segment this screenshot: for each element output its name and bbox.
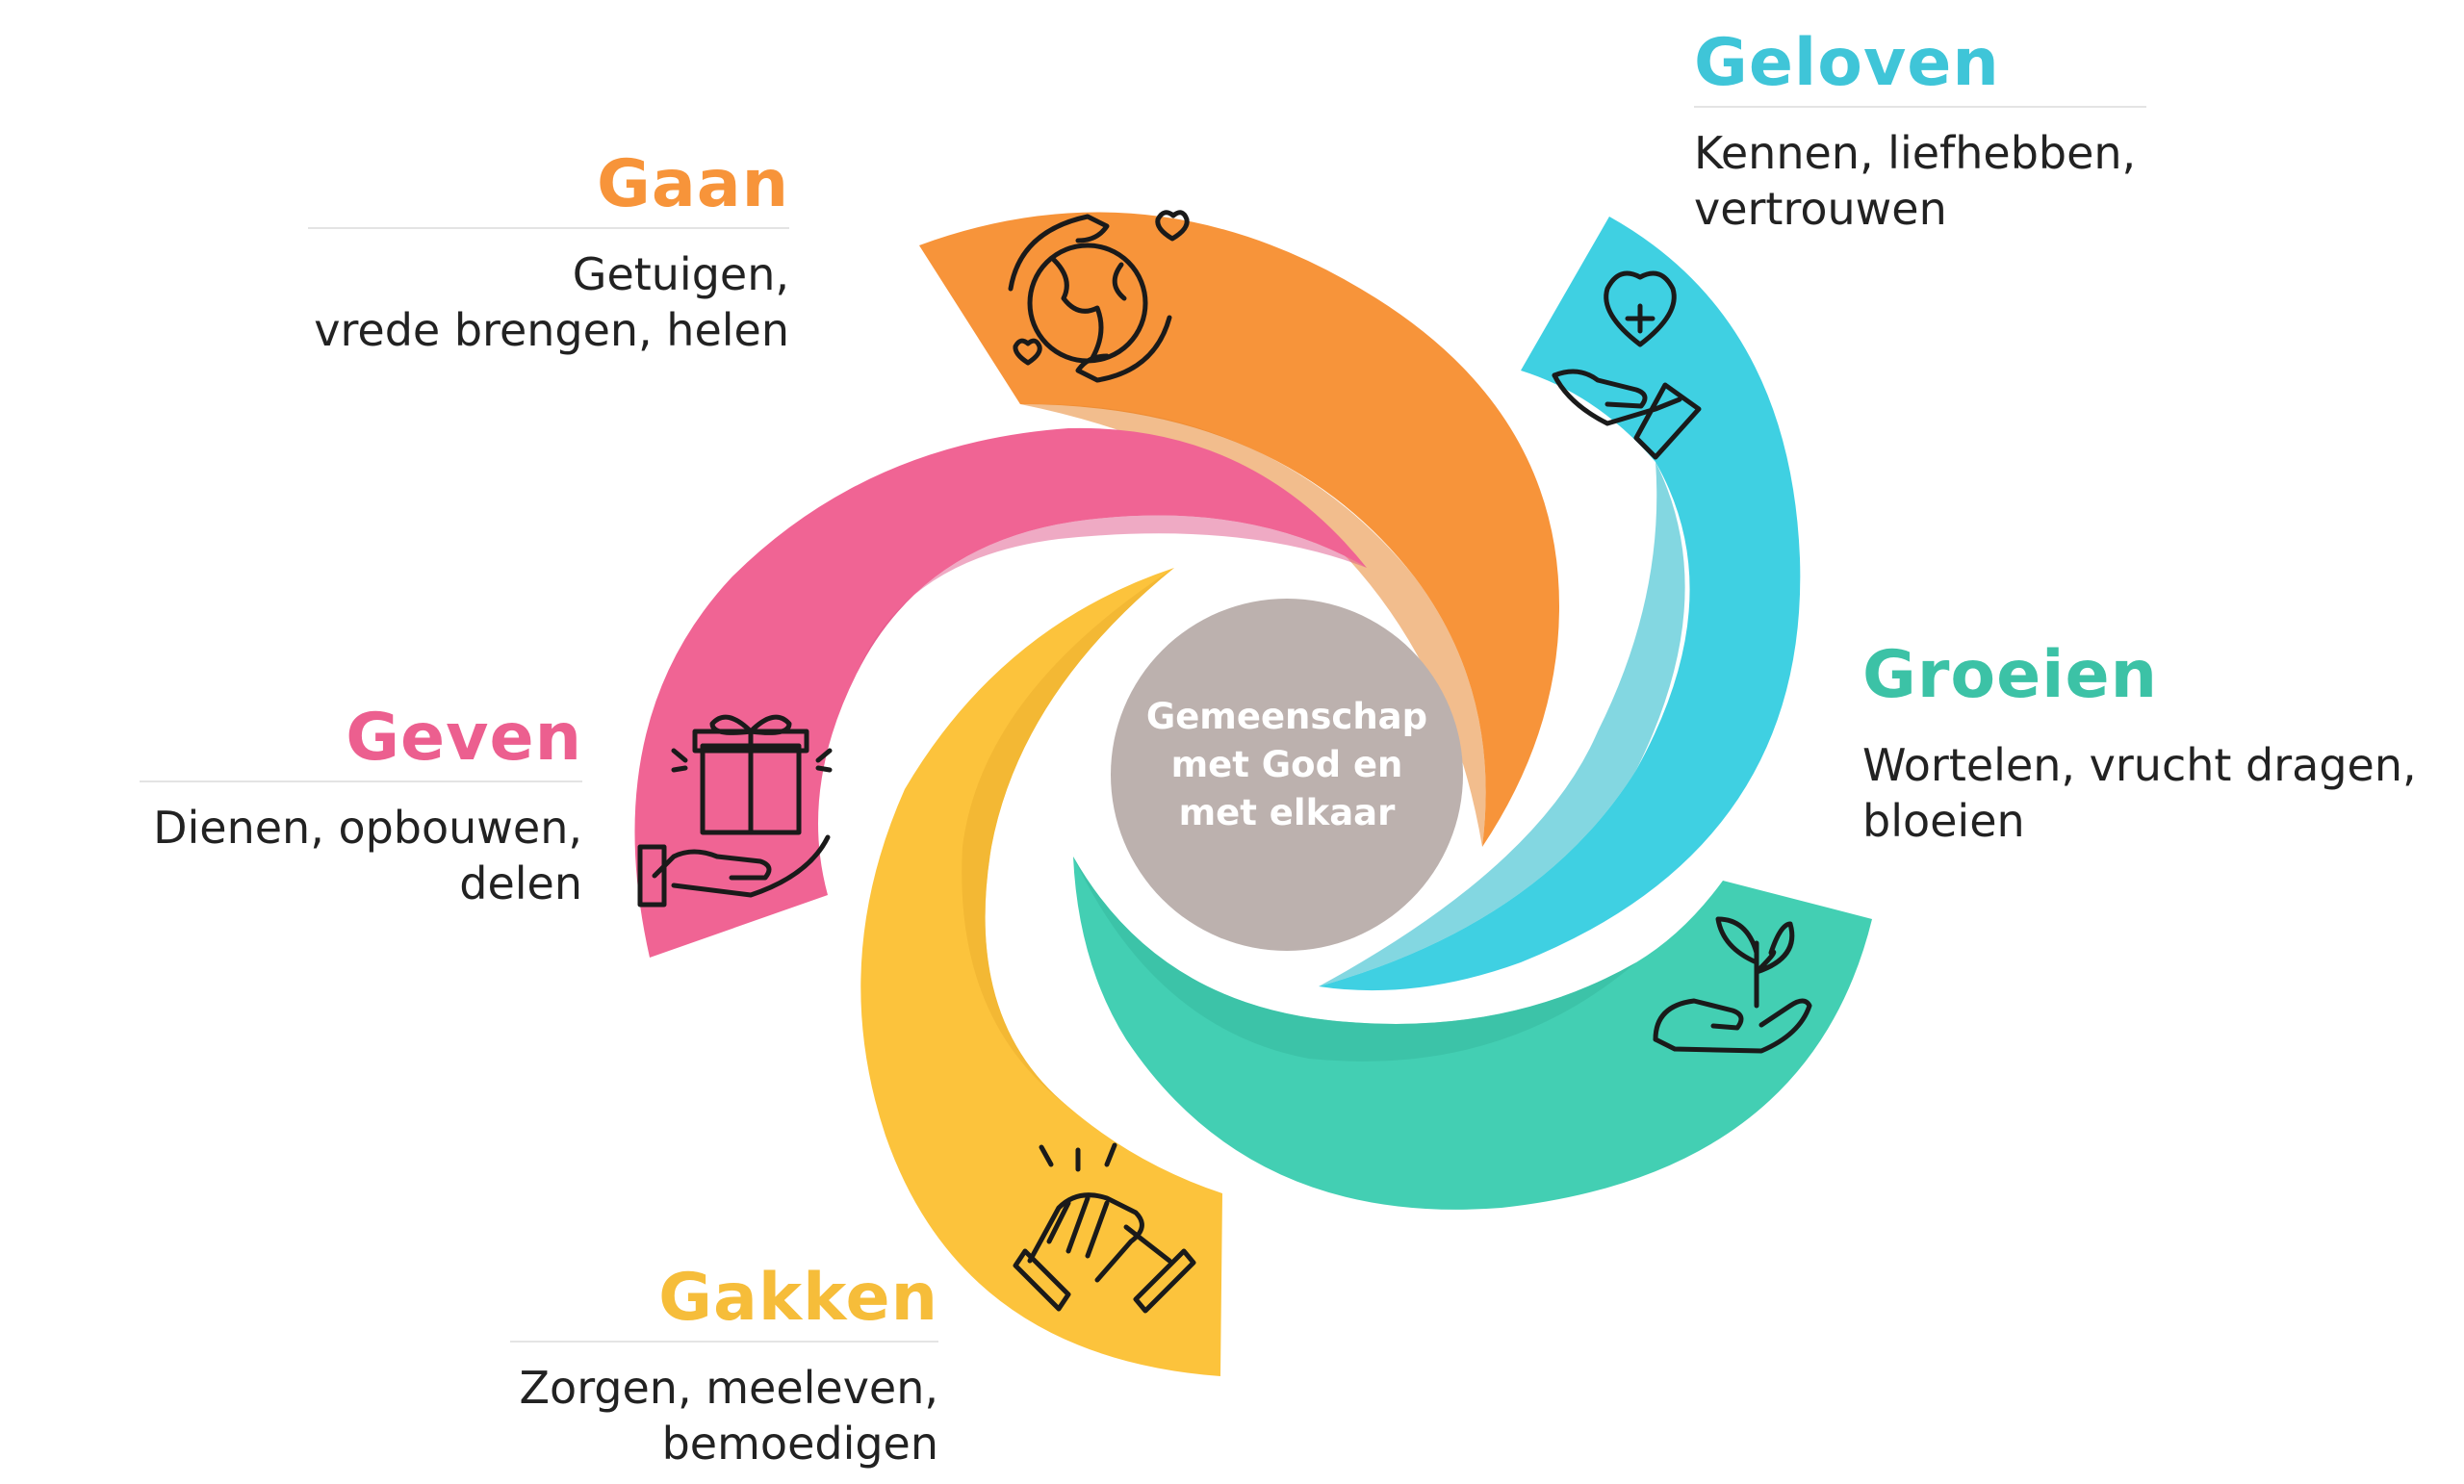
description-geloven-line-1: Kennen, liefhebben, [1694,127,2137,179]
title-geloven: Geloven [1694,25,2000,101]
title-gakken: Gakken [658,1260,938,1336]
description-geven-line-1: Dienen, opbouwen, [153,802,582,854]
divider-gakken [510,1341,938,1343]
divider-geloven [1694,106,2146,108]
divider-geven [140,780,582,782]
hands-holding-globe-icon [1008,210,1190,383]
description-geloven: Kennen, liefhebben, vertrouwen [1694,125,2146,237]
hand-holding-heart-icon [1552,270,1702,460]
segment-gakken [860,568,1222,1376]
center-line-2: met God en [1170,744,1403,785]
center-label: Gemeenschap met God en met elkaar [1128,693,1446,837]
description-gaan: Getuigen, vrede brengen, helen [308,246,789,358]
hand-holding-gift-icon [637,714,833,908]
description-gaan-line-1: Getuigen, [572,248,789,300]
description-gaan-line-2: vrede brengen, helen [314,304,789,356]
description-gakken-line-2: bemoedigen [661,1418,938,1470]
label-gakken: Gakken Zorgen, meeleven, bemoedigen [510,1266,938,1471]
description-gakken: Zorgen, meeleven, bemoedigen [510,1360,938,1471]
label-groeien: Groeien Wortelen, vrucht dragen, bloeien [1862,643,2440,849]
label-geven: Geven Dienen, opbouwen, delen [140,705,582,911]
description-groeien: Wortelen, vrucht dragen, bloeien [1862,737,2440,849]
center-circle [1111,599,1463,951]
label-gaan: Gaan Getuigen, vrede brengen, helen [308,152,789,358]
description-geven: Dienen, opbouwen, delen [140,800,582,911]
segment-geven [634,427,1367,958]
description-geven-line-2: delen [459,857,582,909]
center-line-1: Gemeenschap [1145,696,1428,737]
hand-holding-sprout-icon [1653,916,1812,1054]
description-geloven-line-2: vertrouwen [1694,183,1947,235]
center-line-3: met elkaar [1178,792,1396,833]
title-groeien: Groeien [1862,637,2159,713]
clasped-hands-icon [1013,1142,1196,1314]
segment-geloven [1319,217,1801,991]
divider-gaan [308,227,789,229]
description-gakken-line-1: Zorgen, meeleven, [519,1362,938,1414]
segment-groeien [1073,857,1872,1210]
divider-groeien [1862,718,2440,720]
title-geven: Geven [346,700,582,776]
description-groeien-line-2: bloeien [1862,795,2025,847]
description-groeien-line-1: Wortelen, vrucht dragen, [1862,739,2417,791]
title-gaan: Gaan [597,146,789,222]
label-geloven: Geloven Kennen, liefhebben, vertrouwen [1694,31,2146,237]
